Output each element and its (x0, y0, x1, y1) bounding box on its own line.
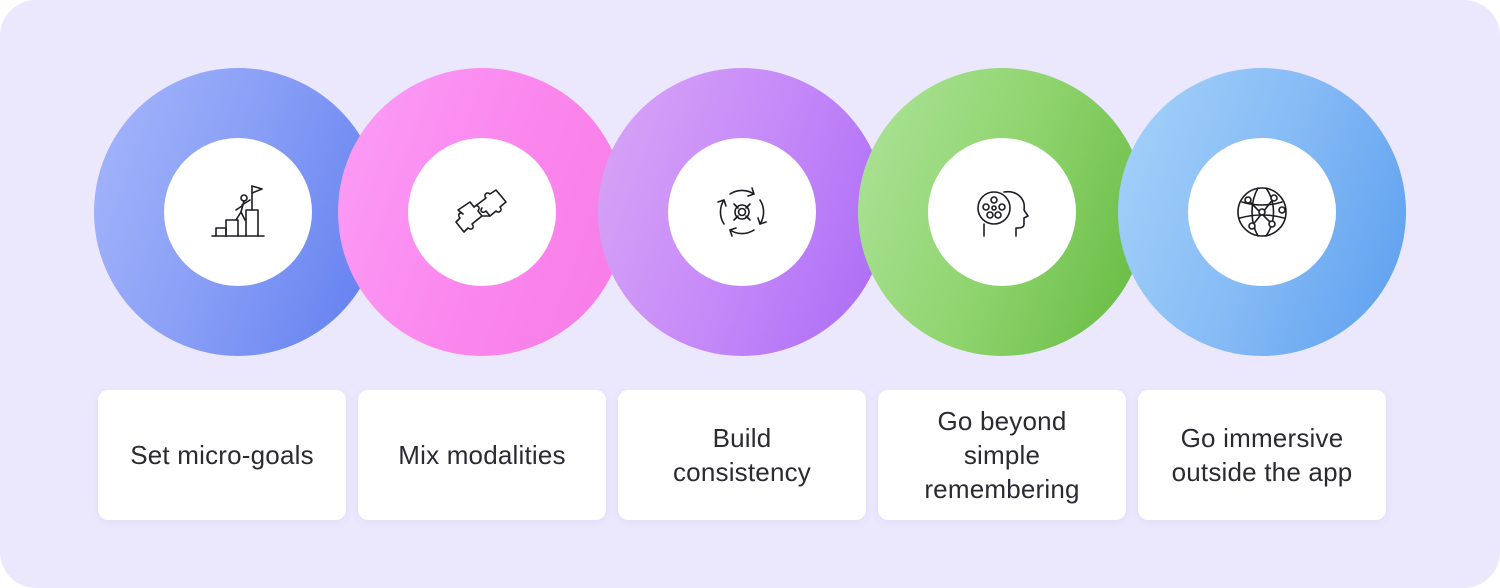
step-icon-holder-3 (668, 138, 816, 286)
step-circle-2 (338, 68, 626, 356)
climber-flag-icon (211, 185, 265, 237)
step-label-1: Set micro-goals (130, 440, 314, 470)
puzzle-pieces-icon (455, 189, 507, 233)
step-card-4: Go beyond simple remembering (878, 390, 1126, 520)
globe-network-icon (1237, 187, 1287, 237)
step-label-2: Mix modalities (398, 440, 566, 470)
step-icon-holder-5 (1188, 138, 1336, 286)
step-circle-3 (598, 68, 886, 356)
step-icon-holder-1 (164, 138, 312, 286)
step-label-5: Go immersive outside the app (1171, 423, 1353, 487)
cycle-arrows-icon (717, 187, 767, 237)
step-icon-holder-2 (408, 138, 556, 286)
step-icon-holder-4 (928, 138, 1076, 286)
step-label-3: Build consistency (672, 423, 812, 487)
step-card-2: Mix modalities (358, 390, 606, 520)
step-card-5: Go immersive outside the app (1138, 390, 1386, 520)
step-label-4: Go beyond simple remembering (924, 406, 1080, 504)
step-card-3: Build consistency (618, 390, 866, 520)
step-card-1: Set micro-goals (98, 390, 346, 520)
step-circle-5 (1118, 68, 1406, 356)
step-circle-1 (94, 68, 382, 356)
step-circle-4 (858, 68, 1146, 356)
head-brain-icon (977, 190, 1029, 237)
